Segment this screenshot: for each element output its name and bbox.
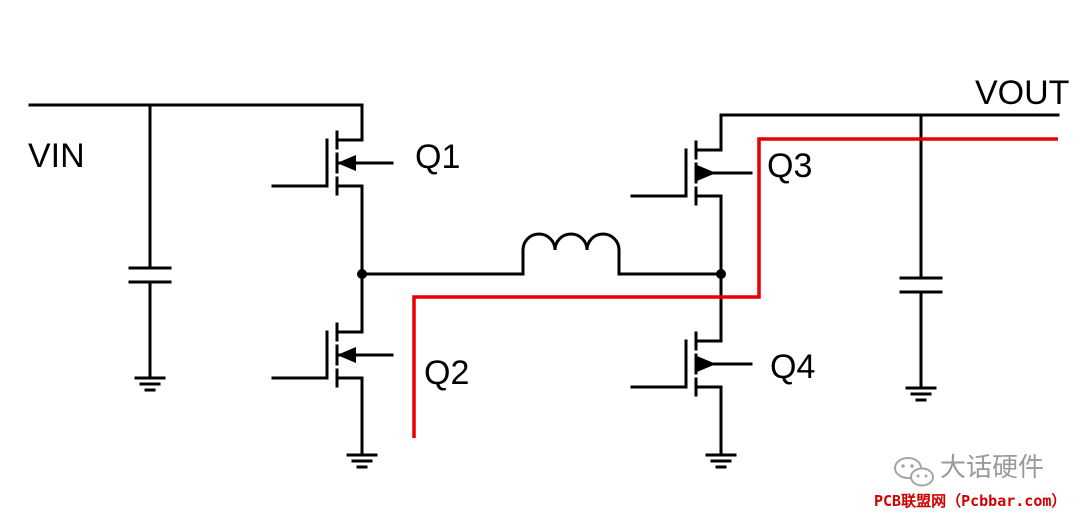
input-capacitor <box>128 103 172 380</box>
vout-label: VOUT <box>975 74 1070 112</box>
input-capacitor-ground-icon <box>134 376 166 392</box>
output-capacitor <box>899 113 943 390</box>
q2-label: Q2 <box>424 354 470 392</box>
vin-label: VIN <box>28 137 85 175</box>
inductor <box>521 232 723 276</box>
q4-label: Q4 <box>770 348 816 386</box>
watermark-channel-name: 大话硬件 <box>940 453 1045 483</box>
q3-label: Q3 <box>767 147 813 185</box>
q2-ground-icon <box>346 453 378 469</box>
watermark-site: PCB联盟网（Pcbbar.com） <box>874 492 1067 510</box>
switch-node-left <box>357 269 525 279</box>
output-capacitor-ground-icon <box>905 386 937 402</box>
q4-ground-icon <box>705 453 737 469</box>
q3-mosfet <box>630 113 753 276</box>
current-path <box>412 137 1058 438</box>
q1-mosfet <box>271 103 394 276</box>
q4-mosfet <box>630 272 753 457</box>
q2-mosfet <box>271 272 394 457</box>
q1-label: Q1 <box>415 138 461 176</box>
wechat-icon <box>894 457 934 487</box>
